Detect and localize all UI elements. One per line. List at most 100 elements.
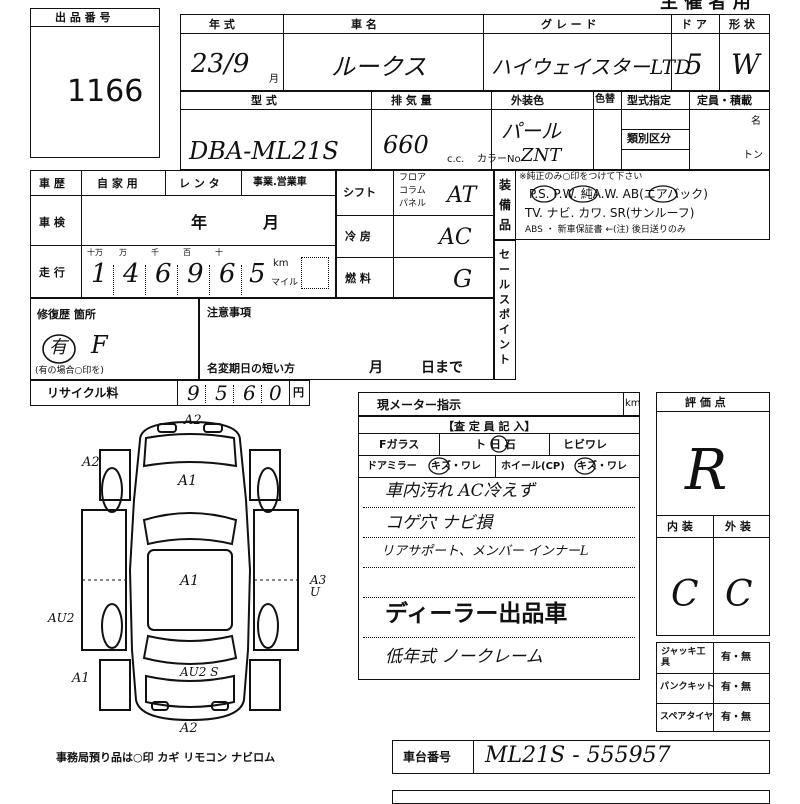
grade-value: R (685, 438, 728, 503)
tool-label: パンクキット (660, 682, 715, 692)
mileage-digit: 6 (155, 259, 172, 289)
recycle-digit: 0 (269, 381, 282, 405)
history-block: 車 歴 自 家 用 レ ン タ 事業.営業車 車 検 年 月 走 行 十万 万 … (30, 170, 336, 298)
notice-short-label: 名変期日の短い方 (207, 362, 295, 375)
inspection-label: 車 検 (39, 216, 65, 229)
unit-10k: 万 (119, 248, 127, 257)
mileage-digits: 十万 万 千 百 十 1 4 6 9 6 5 (83, 247, 273, 297)
glass-mid: ト 日 石 (475, 438, 516, 451)
form-title: 主 催 者 用 (660, 0, 751, 13)
recycle-digit: 5 (215, 381, 228, 405)
designation-label: 型式指定 (627, 94, 671, 107)
door-value: 5 (685, 48, 703, 81)
inspector-note: リアサポート、メンバー インナーL (381, 544, 589, 559)
mileage-digit: 5 (249, 259, 266, 289)
footer-note: 事務局預り品は○印 カギ リモコン ナビロム (56, 751, 276, 764)
inspector-block: 【査 定 員 記 入】 Fガラス ト 日 石 ヒビワレ ドアミラー キズ・ワレ … (358, 416, 640, 680)
fuel-value: G (453, 265, 473, 293)
recycle-digit: 9 (187, 381, 200, 405)
repair-sub: (有の場合○印を) (35, 366, 104, 376)
km-unit: km (273, 258, 289, 269)
class-label: 類別区分 (627, 132, 671, 145)
mileage-label: 走 行 (39, 266, 65, 279)
shift-column: コラム (399, 186, 426, 196)
lot-number: 1166 (67, 74, 144, 109)
inspector-circles (428, 435, 596, 475)
repair-value: 有 (49, 337, 67, 358)
shift-label: シフト (343, 186, 376, 199)
glass-label: Fガラス (379, 438, 420, 451)
history-commercial: 事業.営業車 (253, 177, 307, 188)
car-damage-diagram (81, 420, 299, 722)
unit-1k: 千 (151, 248, 159, 257)
chassis-value: ML21S - 555957 (485, 743, 671, 768)
notice-label: 注意事項 (207, 306, 251, 319)
mileage-digit: 9 (187, 259, 204, 289)
type-label: 型 式 (251, 94, 277, 107)
grade-block: 評 価 点 R 内 装 外 装 C C (656, 392, 770, 636)
model-value: ルークス (331, 53, 427, 81)
chassis-label: 車台番号 (403, 750, 452, 764)
meter-block: 現メーター指示 km (358, 392, 641, 416)
sales-point-box: セールスポイント (494, 240, 516, 380)
grade-value: ハイウェイスターLTD (491, 55, 692, 79)
history-label: 車 歴 (39, 177, 65, 190)
color-code-value: ZNT (521, 145, 562, 166)
notice-day: 日まで (421, 360, 463, 376)
tool-value: 有・無 (721, 652, 751, 663)
mirror-value: キズ・ワレ (431, 461, 481, 472)
persons-unit: 名 (751, 116, 761, 127)
repair-label: 修復歴 箇所 (37, 308, 96, 321)
model-label: 車 名 (351, 18, 377, 31)
equipment-line3: ABS ・ 新車保証書 ←(注) 後日送りのみ (525, 225, 686, 235)
shift-value: AT (447, 183, 477, 208)
equipment-line2: TV. ナビ. カワ. SR(サンルーフ) (525, 206, 695, 220)
lot-box: 出 品 番 号 1166 (30, 8, 160, 158)
year-suffix: 月 (269, 74, 279, 85)
chassis-block: 車台番号 ML21S - 555957 (392, 740, 770, 774)
equipment-line1: P.S. P.W. 純A.W. AB(エアバック) (529, 187, 708, 201)
cc-unit: c.c. (447, 154, 465, 165)
repair-block: 修復歴 箇所 有 F (有の場合○印を) (30, 298, 200, 380)
meter-label: 現メーター指示 (377, 398, 462, 412)
year-value: 23/9 (191, 49, 250, 79)
inspector-title: 【査 定 員 記 入】 (443, 420, 536, 433)
mile-checkbox[interactable] (301, 257, 329, 289)
shift-floor: フロア (399, 173, 427, 183)
tool-value: 有・無 (721, 712, 751, 723)
displacement-value: 660 (383, 131, 429, 159)
shape-value: W (731, 48, 760, 81)
mileage-digit: 1 (91, 259, 108, 289)
inspection-year: 年 (191, 213, 208, 232)
tools-block: ジャッキ工具 有・無 パンクキット 有・無 スペアタイヤ 有・無 (656, 642, 770, 732)
grade-label: グ レ ー ド (541, 18, 597, 31)
dealer-stamp: ディーラー出品車 (385, 601, 568, 627)
door-label: ド ア (681, 18, 707, 31)
damage-mark: AU2 (48, 611, 75, 625)
damage-mark: A1 (180, 573, 200, 589)
capacity-label: 定員・積載 (697, 94, 752, 107)
grade-label: 評 価 点 (685, 396, 726, 409)
header-row2: 型 式 排 気 量 外装色 色替 型式指定 定員・積載 類別区分 名 トン DB… (180, 90, 770, 170)
color-label: 外装色 (511, 94, 544, 107)
color-value: パール (501, 119, 561, 143)
recycle-digit: 6 (243, 381, 256, 405)
damage-mark: A2 (180, 721, 198, 736)
history-rental: レ ン タ (179, 177, 220, 190)
meter-unit: km (625, 398, 641, 409)
tool-label: ジャッキ工具 (661, 647, 706, 668)
recycle-label: リサイクル料 (47, 386, 119, 400)
repair-part: F (91, 331, 108, 359)
ac-label: 冷 房 (345, 230, 371, 243)
notice-month: 月 (369, 360, 383, 376)
mile-unit: マイル (271, 278, 299, 288)
repair-circle (42, 334, 76, 364)
inspector-note: コゲ穴 ナビ損 (385, 513, 493, 533)
year-label: 年 式 (209, 18, 235, 31)
unit-100k: 十万 (87, 248, 103, 257)
interior-label: 内 装 (667, 520, 693, 533)
displacement-label: 排 気 量 (391, 94, 432, 107)
damage-mark: A1 (178, 473, 198, 489)
equipment-circles (531, 185, 678, 203)
exterior-label: 外 装 (725, 520, 751, 533)
